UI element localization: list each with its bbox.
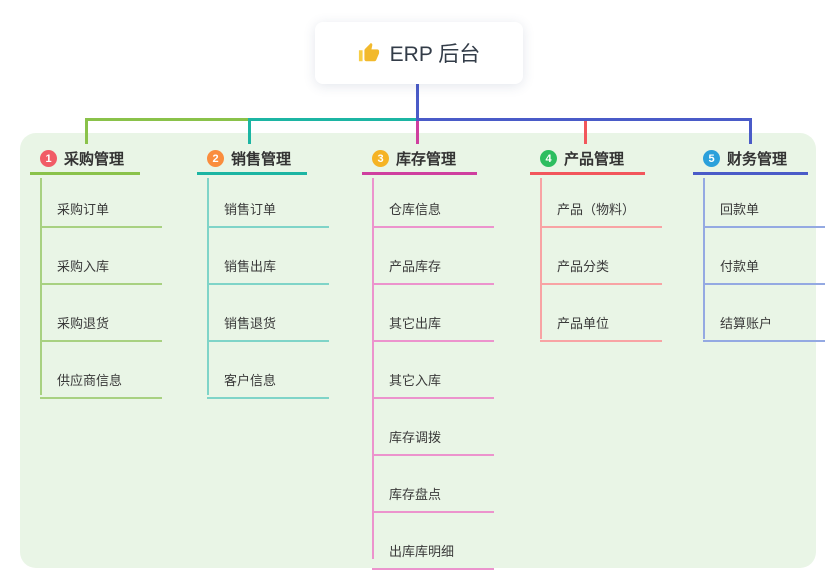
thumbs-up-icon (358, 42, 380, 64)
node-supplier-info[interactable]: 供应商信息 (40, 342, 162, 399)
node-purchase-inbound[interactable]: 采购入库 (40, 228, 162, 285)
connector-drop-branch1 (85, 118, 88, 144)
branch-inventory-header[interactable]: 3 库存管理 (362, 145, 477, 175)
branch-finance-label: 财务管理 (727, 151, 788, 168)
branch-sales-label: 销售管理 (231, 151, 292, 168)
node-sales-return[interactable]: 销售退货 (207, 285, 329, 342)
node-stock-transfer[interactable]: 库存调拨 (372, 399, 494, 456)
node-payment-bill[interactable]: 付款单 (703, 228, 825, 285)
connector-drop-branch2 (248, 118, 251, 144)
branch-product-label: 产品管理 (564, 151, 625, 168)
canvas-panel (20, 133, 816, 568)
branch-finance-header[interactable]: 5 财务管理 (693, 145, 808, 175)
connector-root-drop (416, 84, 419, 121)
badge-2: 2 (207, 150, 224, 167)
branch-sales-trunk (207, 178, 209, 395)
connector-drop-branch3 (416, 121, 419, 144)
badge-1: 1 (40, 150, 57, 167)
node-customer-info[interactable]: 客户信息 (207, 342, 329, 399)
root-node-label: ERP 后台 (389, 43, 481, 66)
badge-4: 4 (540, 150, 557, 167)
branch-inventory-trunk (372, 178, 374, 559)
node-product-category[interactable]: 产品分类 (540, 228, 662, 285)
branch-finance-trunk (703, 178, 705, 339)
branch-inventory-label: 库存管理 (396, 151, 457, 168)
node-sales-outbound[interactable]: 销售出库 (207, 228, 329, 285)
branch-finance: 5 财务管理 回款单 付款单 结算账户 (693, 145, 825, 342)
branch-purchase-children: 采购订单 采购入库 采购退货 供应商信息 (40, 175, 162, 399)
connector-bus-blue (416, 118, 752, 121)
branch-sales: 2 销售管理 销售订单 销售出库 销售退货 客户信息 (197, 145, 329, 399)
node-settlement-account[interactable]: 结算账户 (703, 285, 825, 342)
branch-product-trunk (540, 178, 542, 339)
badge-3: 3 (372, 150, 389, 167)
connector-drop-branch4 (584, 121, 587, 144)
branch-purchase-trunk (40, 178, 42, 395)
node-purchase-return[interactable]: 采购退货 (40, 285, 162, 342)
node-warehouse-info[interactable]: 仓库信息 (372, 175, 494, 228)
connector-bus-green (86, 118, 251, 121)
node-product-material[interactable]: 产品（物料） (540, 175, 662, 228)
node-other-inbound[interactable]: 其它入库 (372, 342, 494, 399)
branch-sales-children: 销售订单 销售出库 销售退货 客户信息 (207, 175, 329, 399)
node-stock-count[interactable]: 库存盘点 (372, 456, 494, 513)
node-sales-order[interactable]: 销售订单 (207, 175, 329, 228)
node-outbound-detail[interactable]: 出库库明细 (372, 513, 494, 570)
branch-inventory: 3 库存管理 仓库信息 产品库存 其它出库 其它入库 库存调拨 库存盘点 出库库… (362, 145, 494, 570)
root-node[interactable]: ERP 后台 (315, 22, 523, 84)
badge-5: 5 (703, 150, 720, 167)
branch-purchase-label: 采购管理 (64, 151, 125, 168)
branch-finance-children: 回款单 付款单 结算账户 (703, 175, 825, 342)
branch-inventory-children: 仓库信息 产品库存 其它出库 其它入库 库存调拨 库存盘点 出库库明细 (372, 175, 494, 570)
branch-sales-header[interactable]: 2 销售管理 (197, 145, 307, 175)
connector-bus-teal (248, 118, 418, 121)
connector-drop-branch5 (749, 121, 752, 144)
branch-purchase-header[interactable]: 1 采购管理 (30, 145, 140, 175)
branch-purchase: 1 采购管理 采购订单 采购入库 采购退货 供应商信息 (30, 145, 162, 399)
node-other-outbound[interactable]: 其它出库 (372, 285, 494, 342)
branch-product: 4 产品管理 产品（物料） 产品分类 产品单位 (530, 145, 662, 342)
branch-product-header[interactable]: 4 产品管理 (530, 145, 645, 175)
branch-product-children: 产品（物料） 产品分类 产品单位 (540, 175, 662, 342)
node-product-unit[interactable]: 产品单位 (540, 285, 662, 342)
node-receipt-bill[interactable]: 回款单 (703, 175, 825, 228)
node-product-stock[interactable]: 产品库存 (372, 228, 494, 285)
node-purchase-order[interactable]: 采购订单 (40, 175, 162, 228)
